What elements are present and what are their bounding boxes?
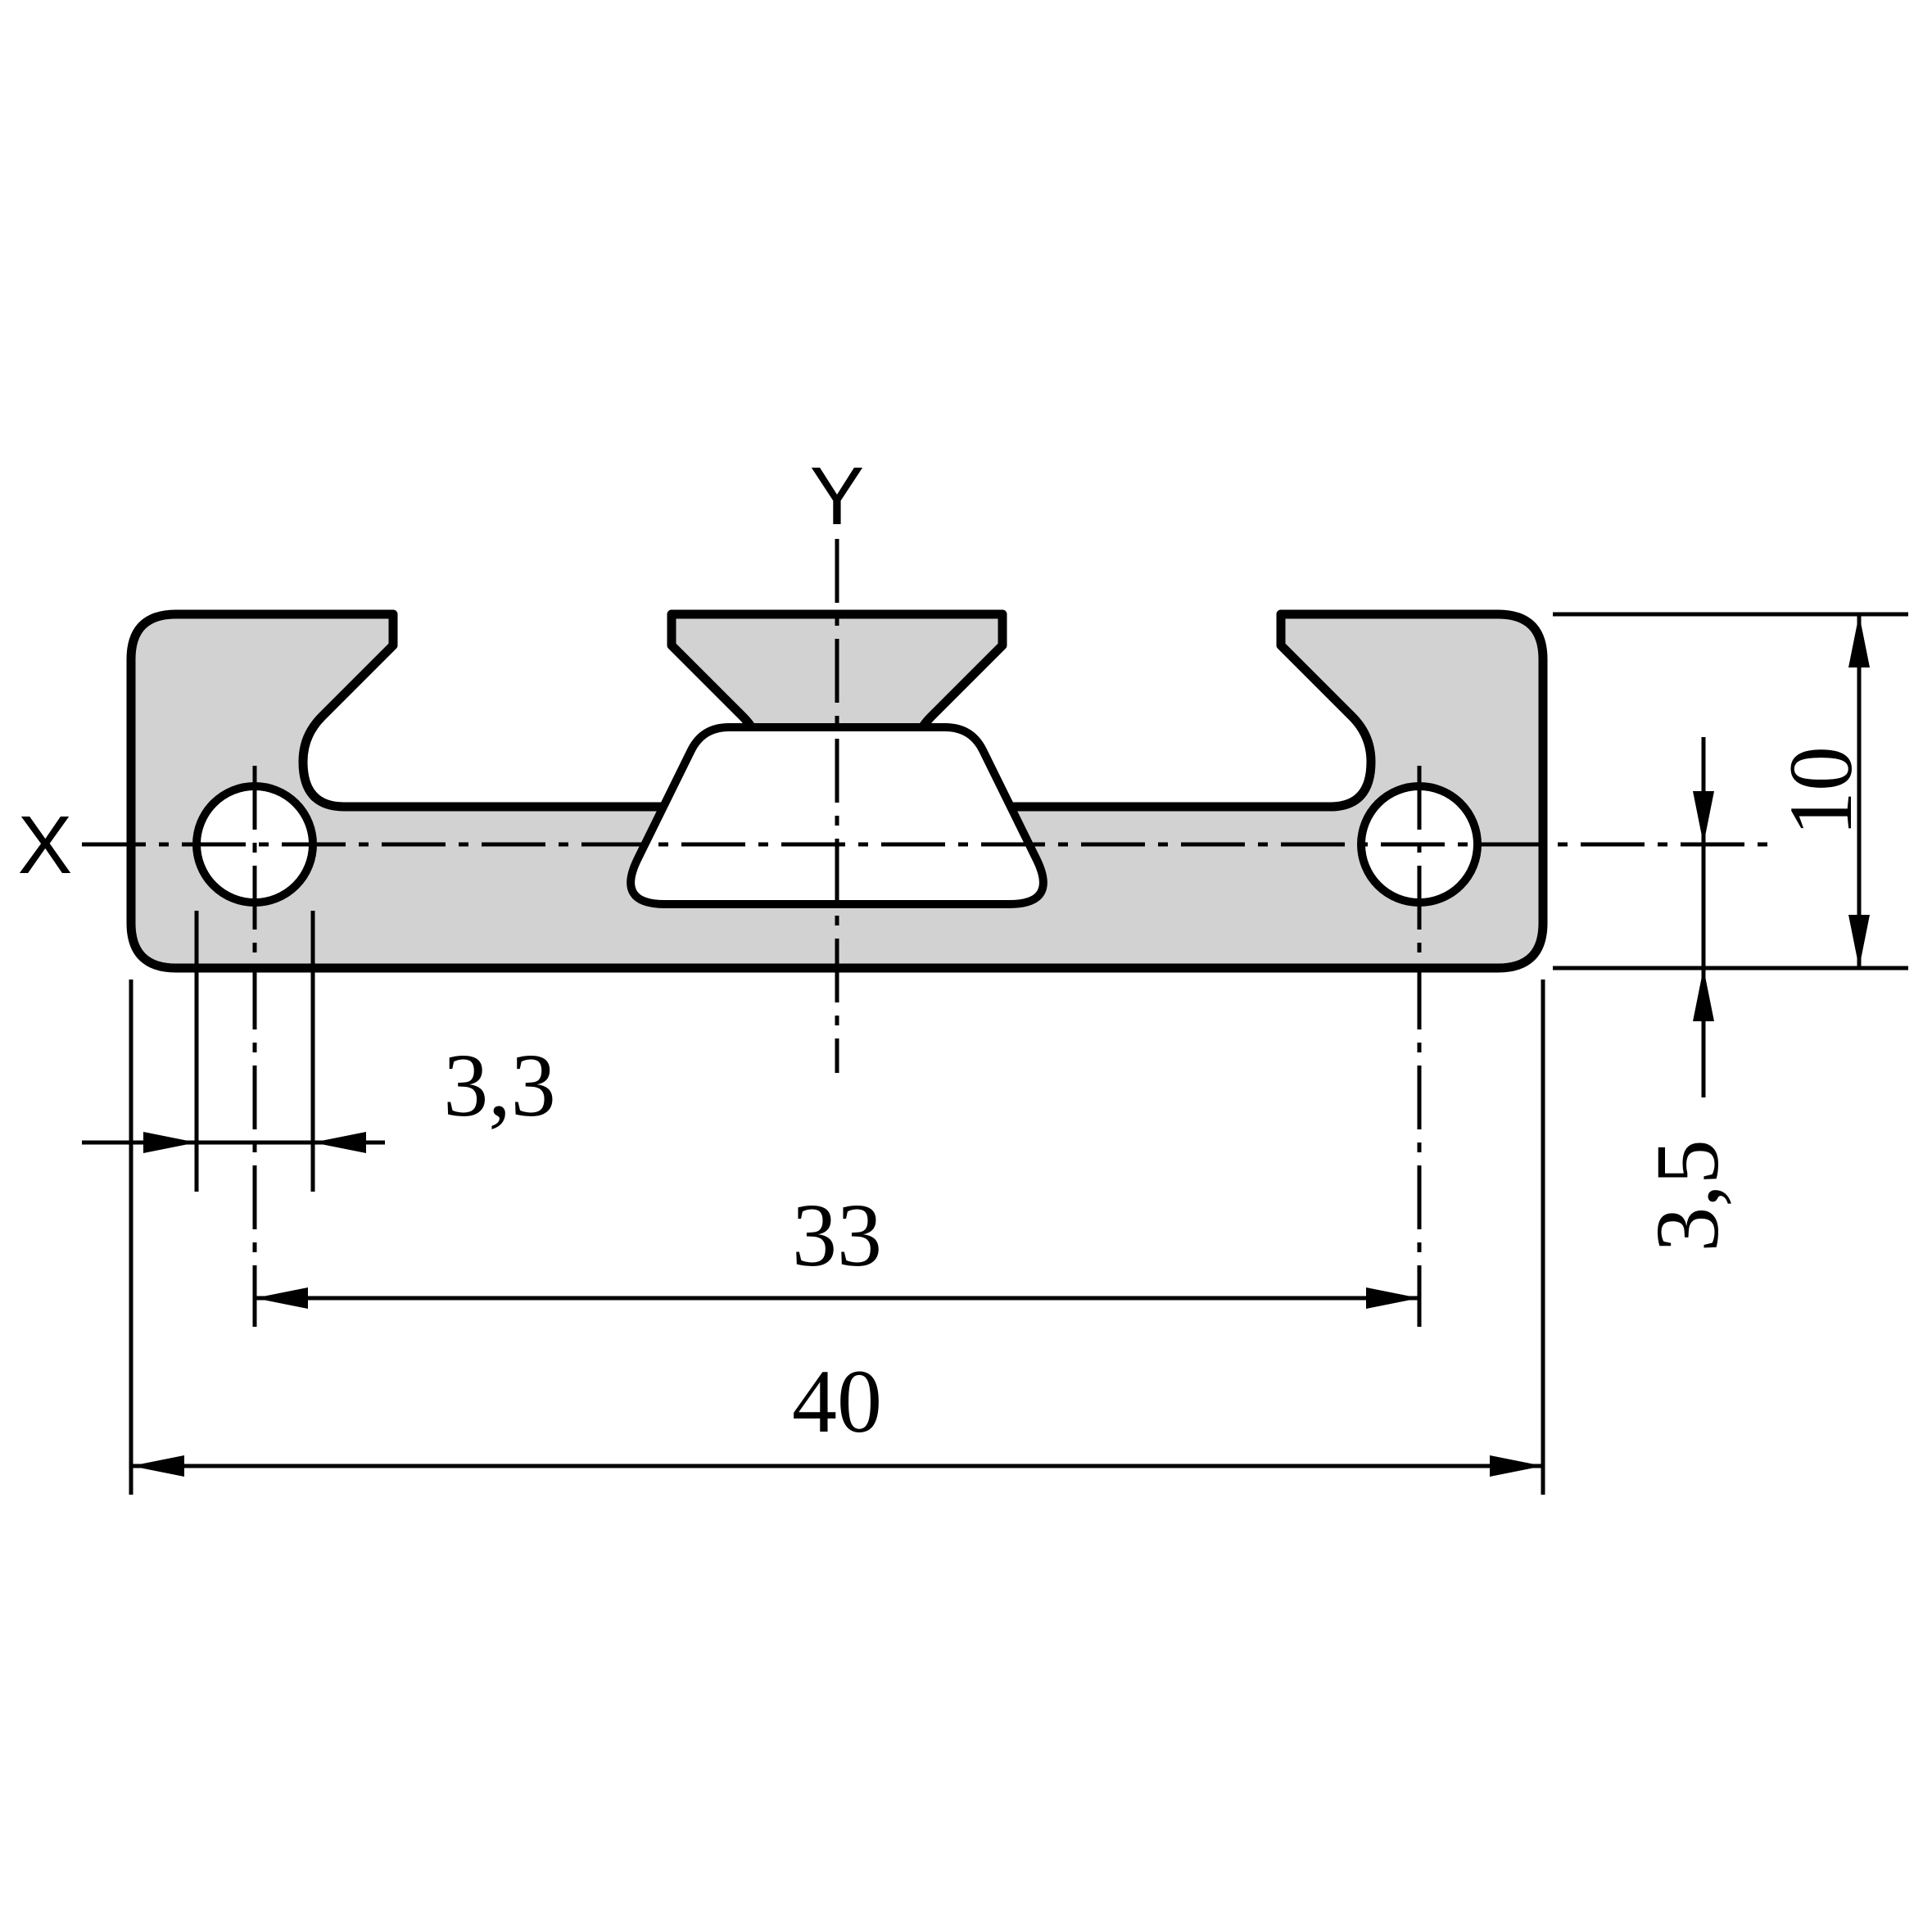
y-axis-label: Y — [810, 450, 865, 542]
hole-diameter-value: 3,3 — [443, 1035, 556, 1135]
arrowhead — [255, 1287, 308, 1309]
dimension-overall-width: 40 — [129, 980, 1545, 1495]
arrowhead — [1848, 915, 1870, 968]
dimension-overall-height: 10 — [1553, 612, 1908, 971]
arrowhead — [313, 1132, 366, 1153]
arrowhead — [1366, 1287, 1419, 1309]
arrowhead — [1693, 791, 1714, 844]
axis-to-bottom-value: 3,5 — [1637, 1139, 1737, 1252]
arrowhead — [1693, 968, 1714, 1021]
overall-width-value: 40 — [792, 1351, 882, 1451]
hole-spacing-value: 33 — [792, 1185, 882, 1285]
overall-height-value: 10 — [1771, 746, 1871, 836]
arrowhead — [143, 1132, 197, 1153]
dimension-hole-spacing: 33 — [255, 1185, 1419, 1309]
dimension-hole-diameter: 3,3 — [82, 911, 556, 1192]
centerlines — [82, 539, 1769, 1327]
arrowhead — [1490, 1455, 1543, 1477]
arrowhead — [1848, 614, 1870, 667]
x-axis-label: X — [18, 799, 73, 891]
dimension-axis-to-bottom: 3,5 — [1637, 737, 1737, 1252]
arrowhead — [131, 1455, 184, 1477]
